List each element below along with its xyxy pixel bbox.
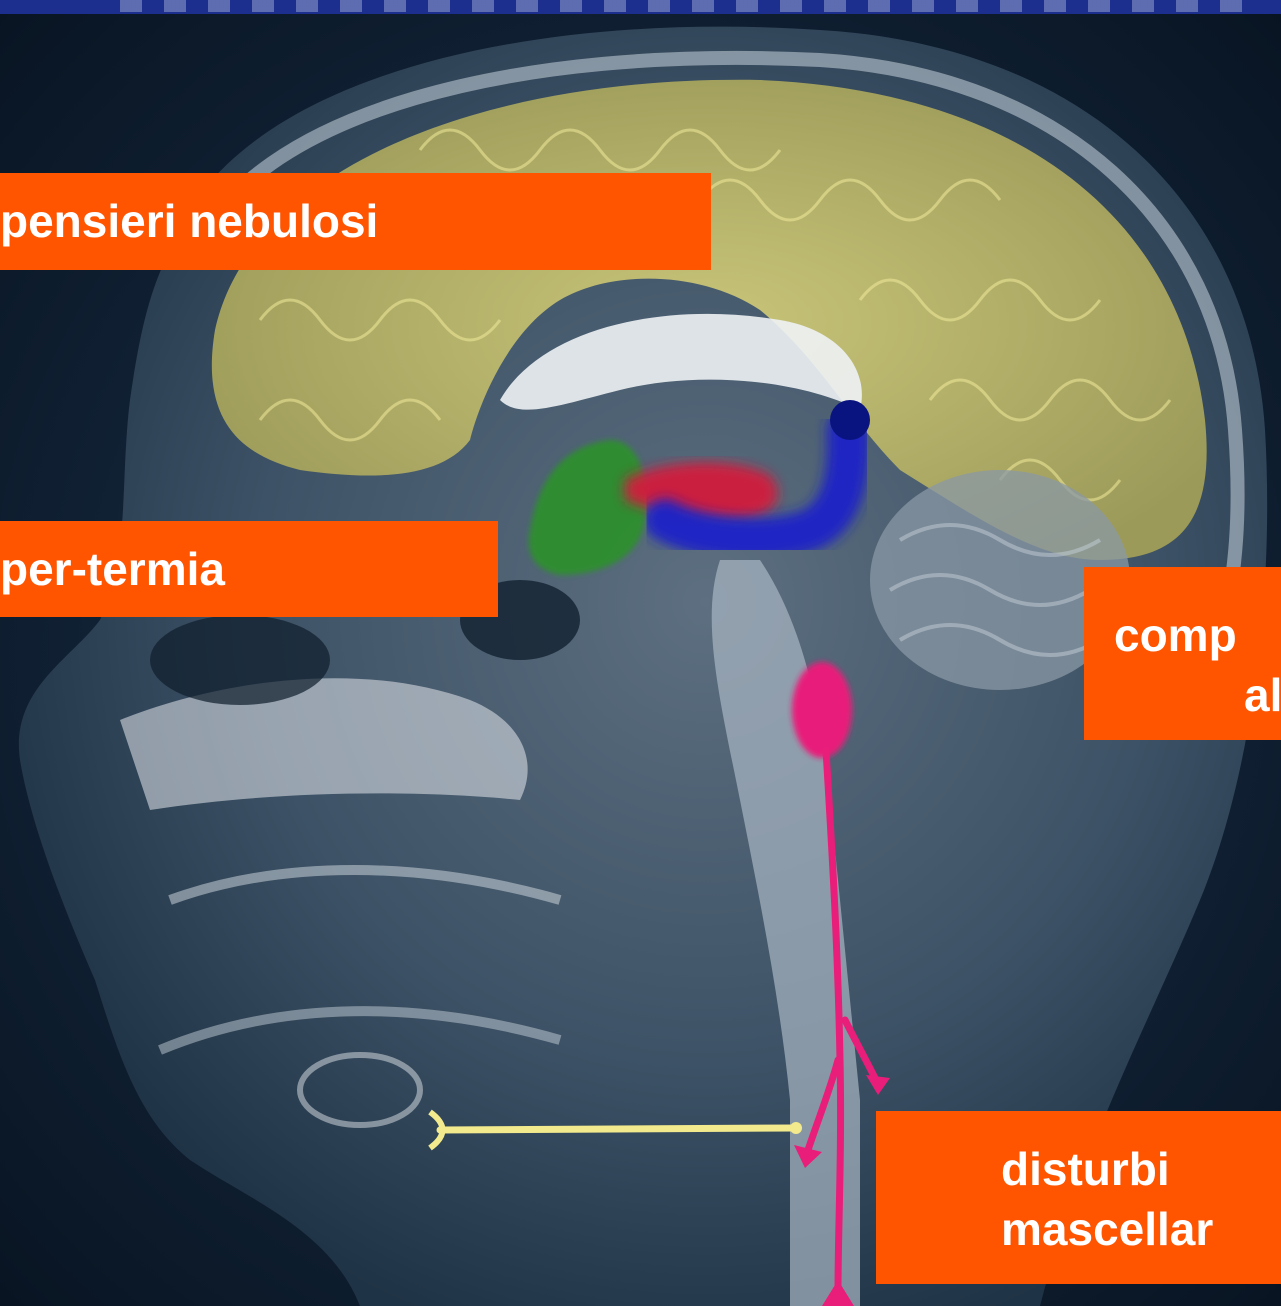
title-bar xyxy=(0,0,1281,14)
label-comp: comp al xyxy=(1084,567,1281,740)
label-comp-line1: comp xyxy=(1114,609,1237,661)
label-pensieri-text: pensieri nebulosi xyxy=(0,195,378,247)
yellow-line xyxy=(440,1128,795,1130)
label-disturbi-line1: disturbi xyxy=(1001,1143,1170,1195)
label-disturbi-line2: mascellar xyxy=(1001,1203,1213,1255)
label-ipertermia-text: per-termia xyxy=(0,543,225,595)
label-disturbi: disturbi mascellar xyxy=(876,1111,1281,1284)
label-ipertermia: per-termia xyxy=(0,521,498,617)
magenta-region xyxy=(792,662,852,758)
label-comp-line2: al xyxy=(1244,669,1281,721)
label-pensieri-nebulosi: pensieri nebulosi xyxy=(0,173,711,270)
